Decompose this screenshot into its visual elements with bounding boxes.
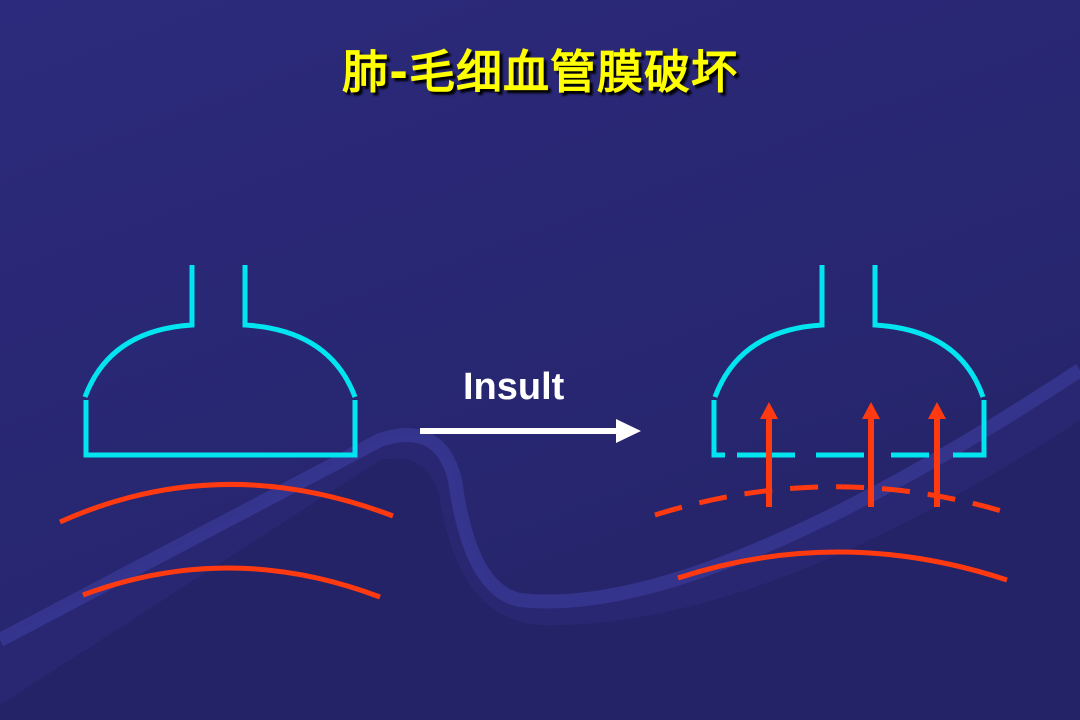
insult-label: Insult <box>463 366 565 408</box>
insult-arrow <box>420 419 641 443</box>
damaged-alveolus <box>711 265 987 458</box>
normal-capillary <box>58 481 394 600</box>
damaged-capillary <box>654 484 1008 583</box>
slide-title: 肺-毛细血管膜破坏 <box>341 45 739 99</box>
leak-arrows <box>760 402 946 507</box>
normal-alveolus <box>82 265 358 458</box>
